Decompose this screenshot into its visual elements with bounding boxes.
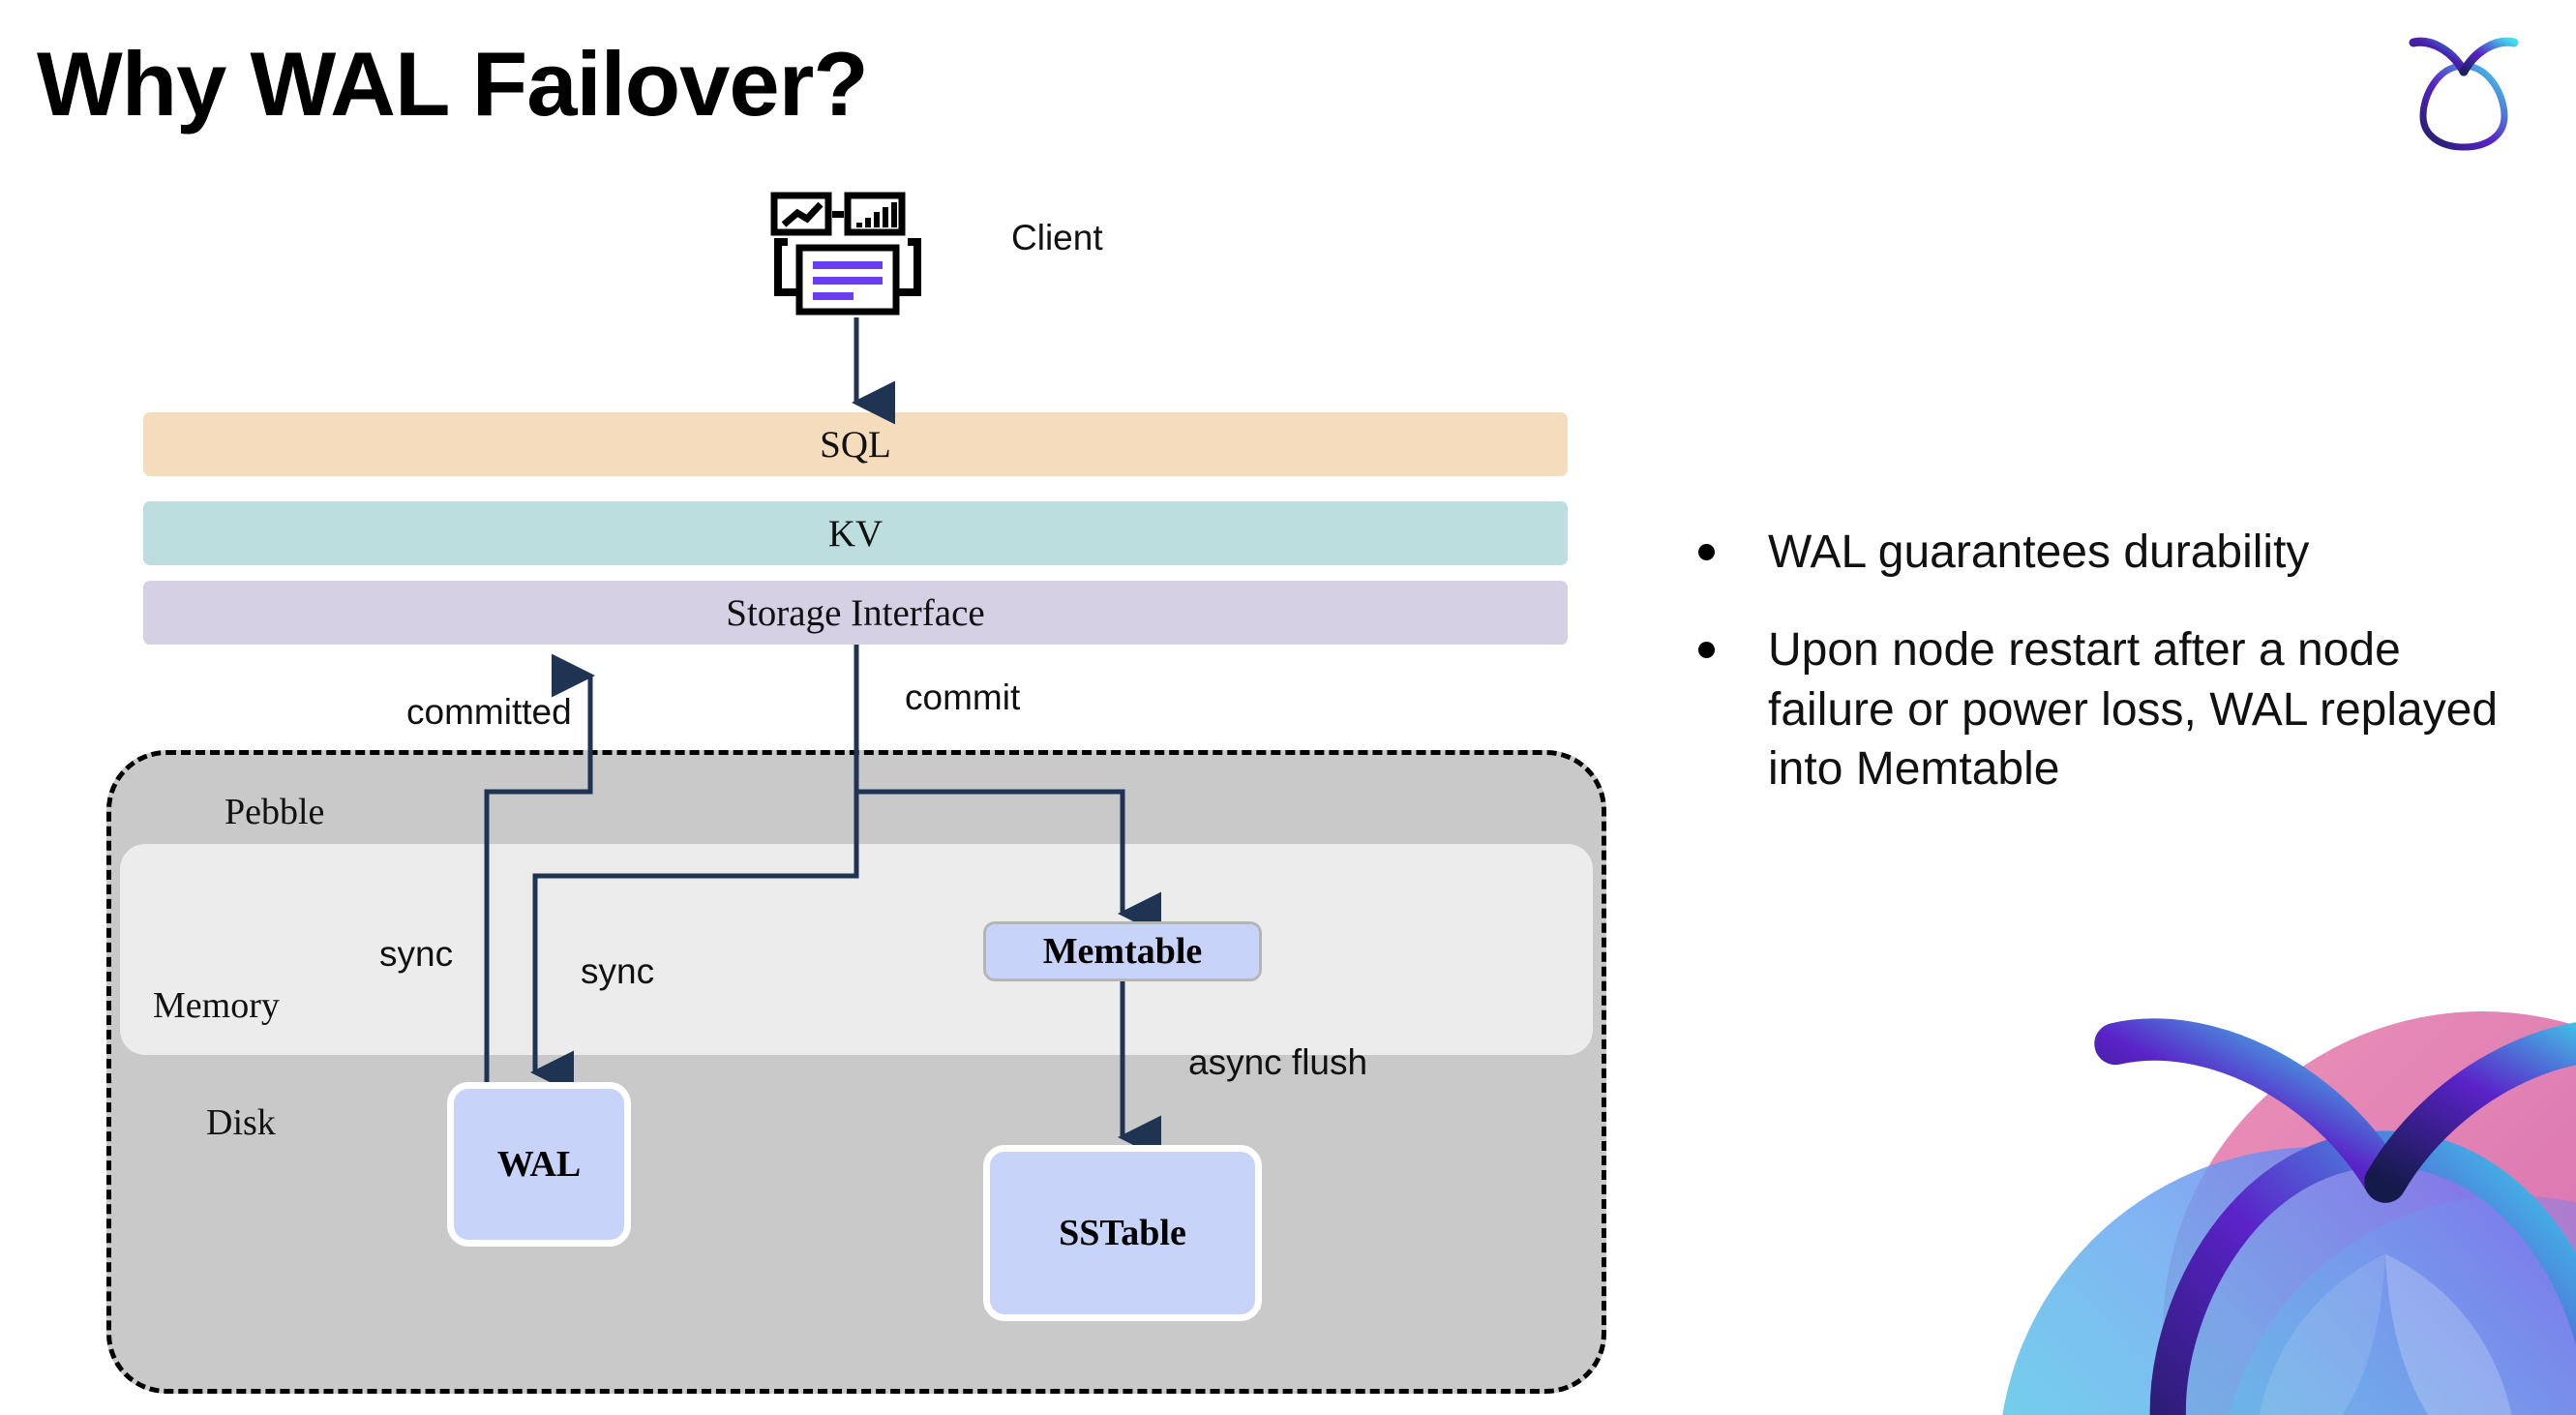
node-memtable-label: Memtable <box>1042 931 1203 972</box>
edge-label-sync-right: sync <box>581 951 655 991</box>
edge-label-async-flush: async flush <box>1188 1042 1368 1082</box>
bullet-dot-icon <box>1698 642 1715 659</box>
edge-label-committed: committed <box>406 692 572 732</box>
layer-bar-storage-interface: Storage Interface <box>143 581 1568 645</box>
bullet-text: Upon node restart after a node failure o… <box>1768 624 2499 796</box>
layer-bar-kv: KV <box>143 501 1568 565</box>
list-item: Upon node restart after a node failure o… <box>1698 620 2501 798</box>
bullet-dot-icon <box>1698 544 1715 560</box>
layer-bar-storage-interface-label: Storage Interface <box>726 591 985 634</box>
node-memtable: Memtable <box>983 921 1262 981</box>
list-item: WAL guarantees durability <box>1698 523 2501 582</box>
memory-region <box>120 844 1593 1055</box>
page-title: Why WAL Failover? <box>37 33 869 135</box>
node-sstable-label: SSTable <box>1059 1213 1186 1253</box>
layer-bar-sql: SQL <box>143 412 1568 476</box>
cockroachdb-logo <box>2409 37 2519 151</box>
node-sstable: SSTable <box>983 1145 1262 1321</box>
disk-label: Disk <box>206 1102 276 1143</box>
edge-label-commit: commit <box>905 677 1021 717</box>
node-wal: WAL <box>447 1082 631 1247</box>
edge-label-sync-left: sync <box>379 934 454 974</box>
bullet-list: WAL guarantees durability Upon node rest… <box>1698 523 2501 838</box>
client-label: Client <box>1011 218 1103 257</box>
layer-bar-kv-label: KV <box>827 512 884 555</box>
pebble-label: Pebble <box>225 792 325 832</box>
layer-bar-sql-label: SQL <box>820 423 891 466</box>
bullet-text: WAL guarantees durability <box>1768 527 2310 578</box>
memory-label: Memory <box>153 985 280 1026</box>
client-dashboard-icon <box>770 192 921 316</box>
decorative-logo-artwork <box>2002 1011 2576 1415</box>
node-wal-label: WAL <box>496 1144 582 1185</box>
